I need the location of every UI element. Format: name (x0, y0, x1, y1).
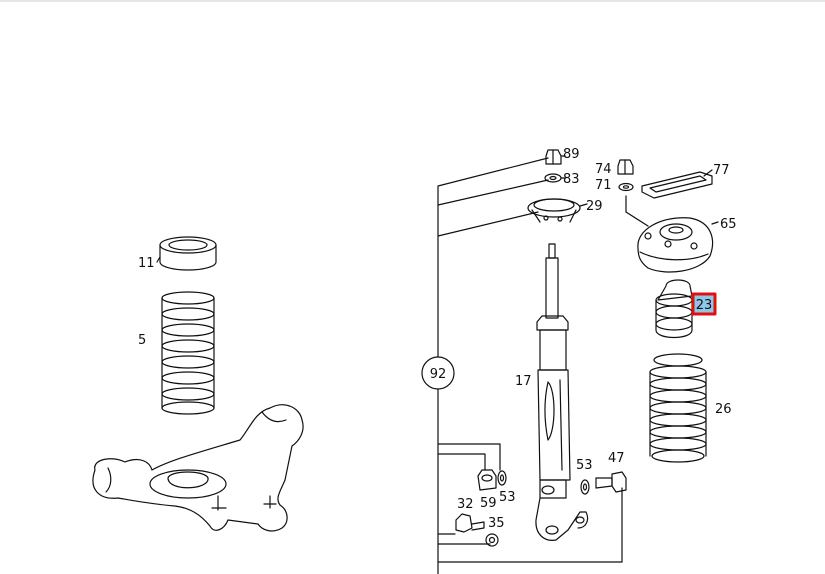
part-74-nut[interactable] (617, 159, 634, 175)
part-89-nut[interactable] (545, 149, 566, 165)
bracket-92 (437, 157, 623, 574)
label-53-lower[interactable]: 53 (499, 490, 516, 505)
selected-part-highlight (691, 292, 717, 316)
label-92[interactable]: 92 (430, 367, 447, 382)
part-47-bolt[interactable] (595, 471, 627, 493)
label-26[interactable]: 26 (715, 402, 732, 417)
label-32[interactable]: 32 (457, 497, 474, 512)
label-47[interactable]: 47 (608, 451, 625, 466)
leader-11 (156, 256, 161, 263)
label-17[interactable]: 17 (515, 374, 532, 389)
lower-control-arm[interactable] (92, 404, 304, 532)
label-23[interactable]: 23 (696, 298, 713, 313)
label-11[interactable]: 11 (138, 256, 155, 271)
part-5-coil-spring[interactable] (161, 291, 215, 415)
label-74[interactable]: 74 (595, 162, 612, 177)
label-35[interactable]: 35 (488, 516, 505, 531)
label-59[interactable]: 59 (480, 496, 497, 511)
callout-circle-92 (421, 356, 455, 390)
part-35-nut[interactable] (485, 533, 499, 547)
top-divider (0, 0, 825, 2)
part-59-nut[interactable] (477, 469, 497, 491)
label-29[interactable]: 29 (586, 199, 603, 214)
label-77[interactable]: 77 (713, 163, 730, 178)
label-53-upper[interactable]: 53 (576, 458, 593, 473)
part-65-strut-mount[interactable] (625, 195, 719, 273)
part-71-washer[interactable] (618, 182, 634, 192)
part-17-shock-absorber[interactable] (535, 243, 589, 541)
label-65[interactable]: 65 (720, 217, 737, 232)
part-23-bump-stop[interactable] (655, 279, 693, 339)
label-83[interactable]: 83 (563, 172, 580, 187)
label-5[interactable]: 5 (138, 333, 146, 348)
part-11-spring-pad[interactable] (159, 236, 217, 271)
label-71[interactable]: 71 (595, 178, 612, 193)
part-32-bolt[interactable] (455, 513, 485, 533)
label-89[interactable]: 89 (563, 147, 580, 162)
part-26-dust-boot[interactable] (649, 353, 707, 463)
part-29-mount-ring[interactable] (527, 198, 588, 223)
part-53-washer-lower[interactable] (497, 470, 507, 486)
part-77-gasket-plate[interactable] (641, 169, 713, 199)
part-53-washer-upper[interactable] (580, 479, 590, 495)
part-83-washer[interactable] (544, 173, 566, 183)
